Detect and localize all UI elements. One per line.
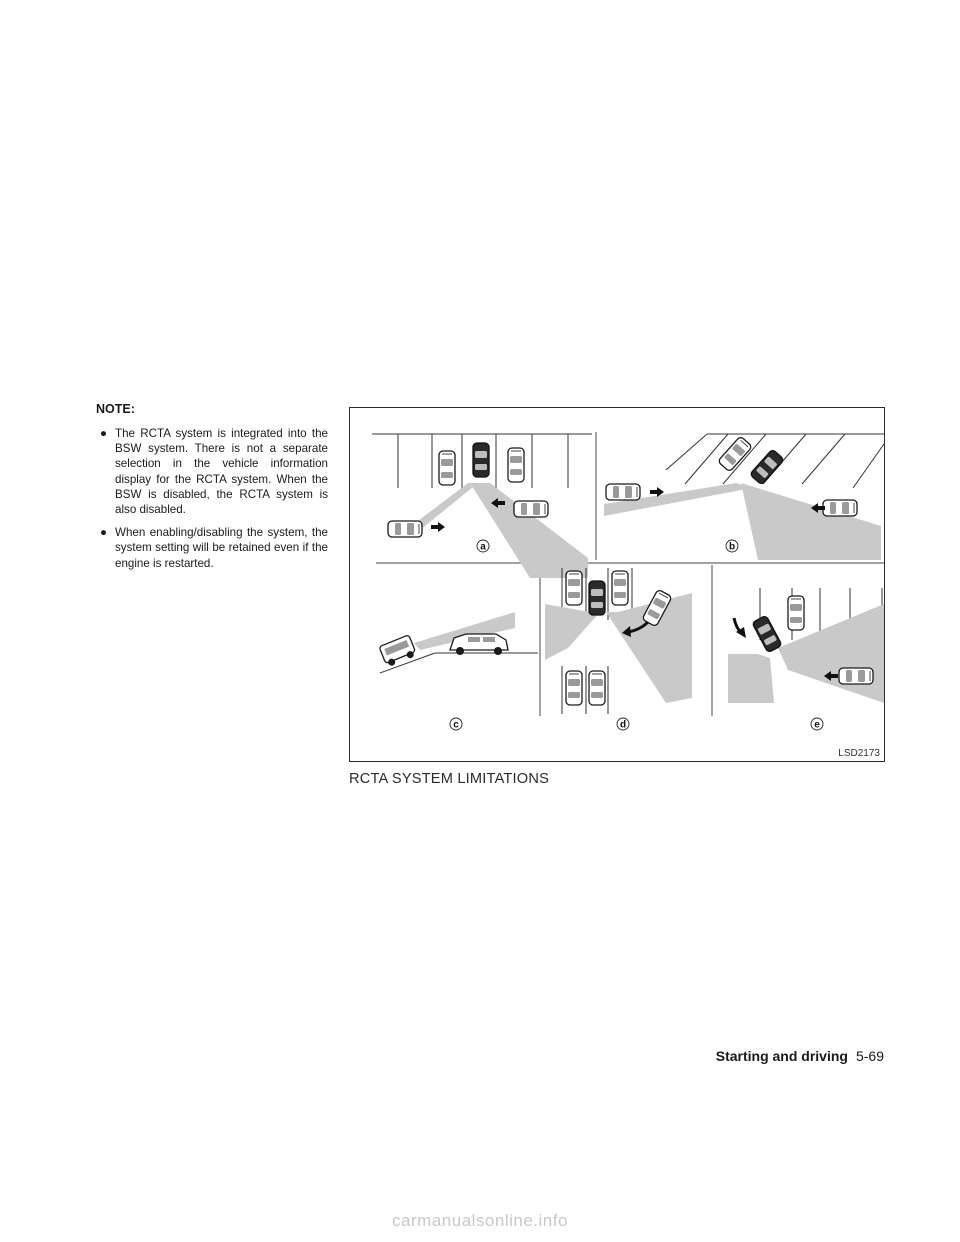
note-bullet-1: ● The RCTA system is integrated into the …	[100, 426, 328, 517]
note-heading: NOTE:	[96, 402, 135, 416]
note-column: NOTE: ● The RCTA system is integrated int…	[96, 402, 328, 579]
note-bullet-text: When enabling/disabling the system, the …	[115, 526, 328, 570]
watermark: carmanualsonline.info	[392, 1211, 568, 1230]
panel-label-a: a	[480, 542, 486, 553]
panel-c: c	[379, 612, 538, 731]
panel-a: a	[372, 433, 592, 578]
note-bullet-list: ● The RCTA system is integrated into the …	[96, 426, 328, 571]
panel-label-d: d	[620, 720, 626, 731]
rcta-limitations-figure: a b	[349, 407, 885, 762]
panel-label-b: b	[729, 542, 735, 553]
page-footer: Starting and driving 5-69	[716, 1048, 884, 1064]
panel-e: e	[728, 588, 884, 731]
figure-caption: RCTA SYSTEM LIMITATIONS	[349, 771, 550, 787]
panel-label-e: e	[814, 720, 820, 731]
panel-d: d	[545, 568, 692, 731]
bullet-icon: ●	[100, 427, 108, 440]
panel-b: b	[604, 433, 884, 560]
rcta-illustration: a b	[372, 432, 884, 759]
bullet-icon: ●	[100, 526, 108, 540]
panel-label-c: c	[453, 720, 459, 731]
footer-page-number: 5-69	[855, 1048, 884, 1064]
note-bullet-2: ● When enabling/disabling the system, the…	[100, 525, 328, 571]
note-bullet-text: The RCTA system is integrated into the B…	[115, 427, 328, 517]
footer-section-title: Starting and driving	[715, 1048, 848, 1064]
figure-code: LSD2173	[838, 748, 880, 759]
